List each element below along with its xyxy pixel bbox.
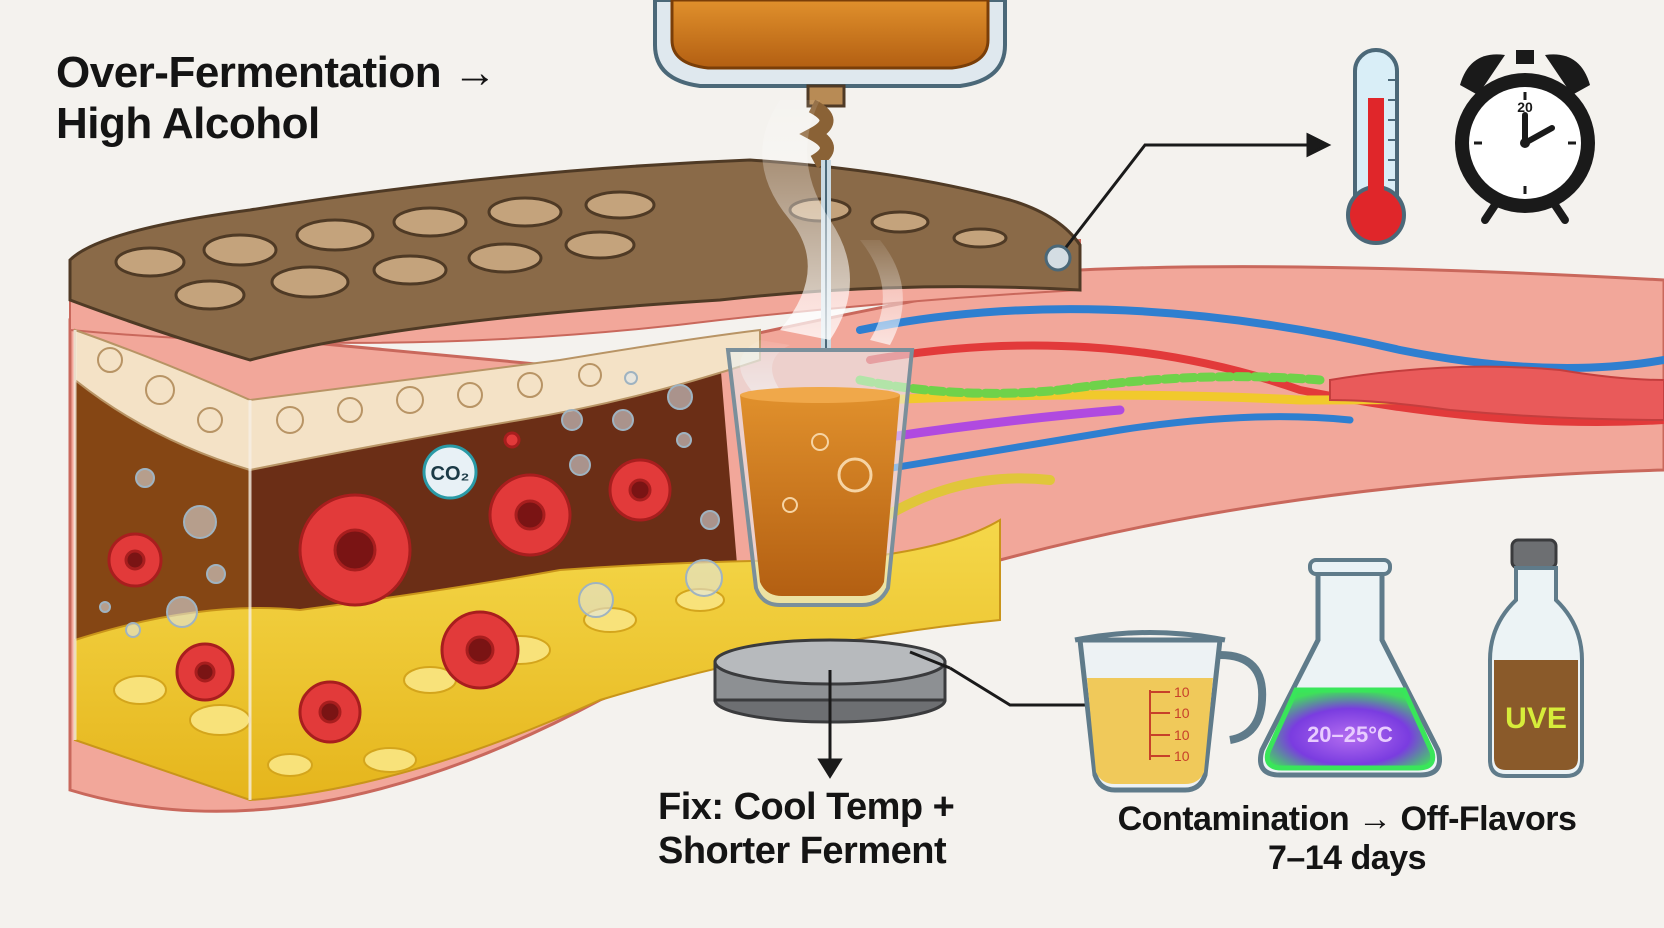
callout-arrows [817, 132, 1332, 779]
measuring-cup-icon: 10 10 10 10 [1074, 630, 1267, 793]
cup-tick-label: 10 [1174, 748, 1190, 764]
title-line-1: Over-Fermentation → [56, 48, 497, 97]
alarm-clock-icon: 20 [1455, 50, 1595, 224]
diagram-title: Over-Fermentation → High Alcohol [56, 48, 497, 149]
microbe-icon [440, 610, 520, 690]
thermometer-icon [1346, 48, 1406, 245]
fix-line-1: Fix: Cool Temp + [658, 786, 955, 828]
microbe-icon [175, 642, 235, 702]
fix-line-2: Shorter Ferment [658, 829, 947, 872]
cup-tick-label: 10 [1174, 684, 1190, 700]
microbe-icon [298, 493, 412, 607]
microbe-icon [608, 458, 672, 522]
cup-tick-label: 10 [1174, 727, 1190, 743]
beer-glass-icon [725, 348, 915, 607]
microbe-icon [107, 532, 163, 588]
flask-temp-label: 20–25°C [1307, 722, 1393, 747]
dispensing-jar-icon [653, 0, 1007, 350]
flask-icon: 20–25°C [1258, 558, 1442, 778]
vessel-bundle [855, 305, 1664, 525]
co2-bubble-icon: CO₂ [422, 444, 478, 500]
co2-label: CO₂ [431, 463, 470, 485]
title-line-2: High Alcohol [56, 98, 320, 148]
microbe-icon [298, 680, 362, 744]
microbe-icon-group [107, 431, 672, 744]
bottle-label: UVE [1505, 702, 1567, 735]
cup-tick-label: 10 [1174, 705, 1190, 721]
crust-pores [114, 190, 1008, 311]
contamination-line-2: 7–14 days [1267, 839, 1427, 878]
contamination-callout: Contamination → Off-Flavors 7–14 days [1082, 800, 1612, 878]
clock-number: 20 [1517, 99, 1533, 115]
microbe-icon [488, 473, 572, 557]
fix-callout: Fix: Cool Temp + Shorter Ferment [658, 786, 955, 873]
bottle-icon: UVE [1488, 538, 1584, 778]
contamination-line-1: Contamination → Off-Flavors [1117, 800, 1577, 838]
bubble-icon-group [99, 371, 723, 638]
